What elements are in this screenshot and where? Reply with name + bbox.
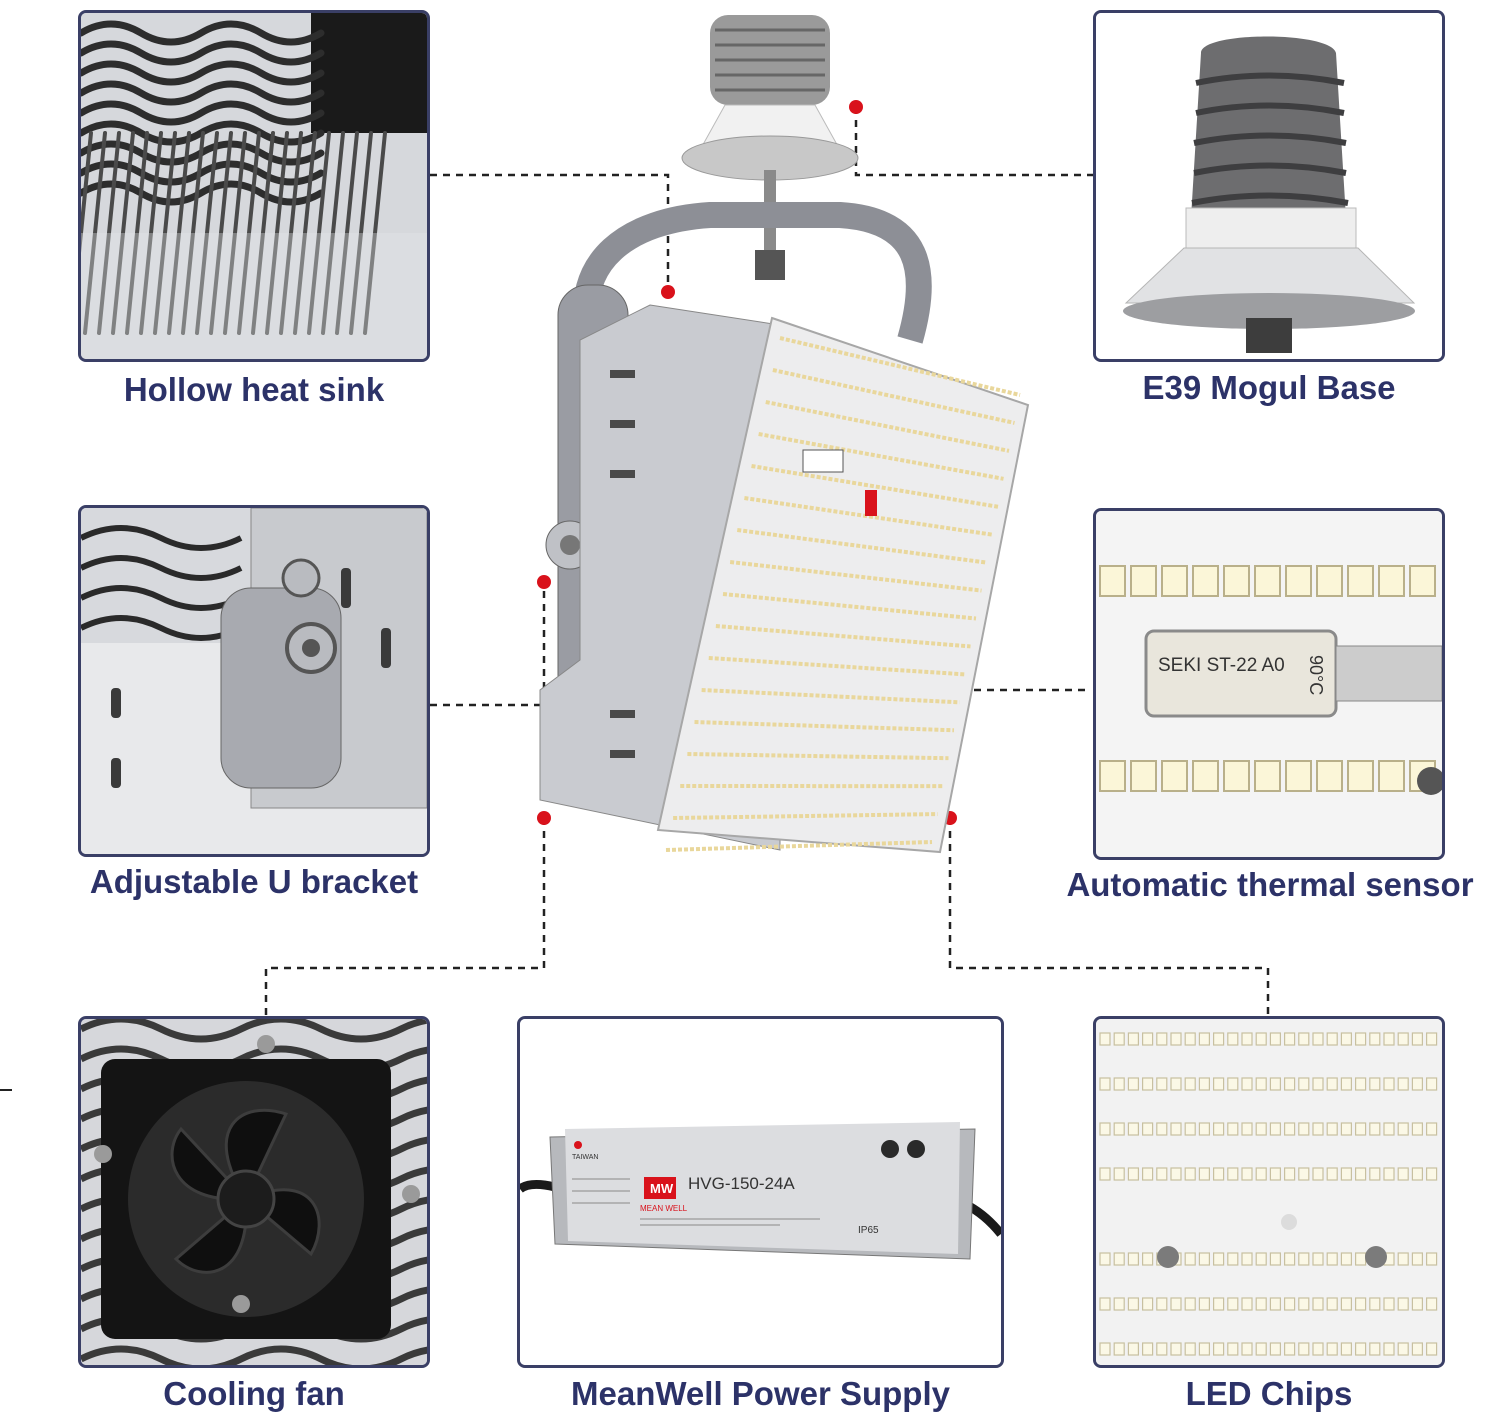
led-chips-photo-icon (1096, 1019, 1442, 1365)
mogul-base-photo-icon (1096, 13, 1442, 359)
power-supply-photo-icon: MW MEAN WELL HVG-150-24A TAIWAN IP65 (520, 1019, 1001, 1365)
led-chips-panel (1093, 1016, 1445, 1368)
driver-brand-text: MEAN WELL (640, 1204, 688, 1213)
sensor-temp-text: 90°C (1306, 655, 1326, 695)
heat-sink-panel (78, 10, 430, 362)
cooling-fan-caption: Cooling fan (163, 1375, 345, 1412)
mogul-base-caption: E39 Mogul Base (1142, 369, 1396, 406)
svg-text:MW: MW (650, 1181, 674, 1196)
center-lamp (510, 10, 1050, 865)
driver-model-text: HVG-150-24A (688, 1174, 795, 1193)
driver-origin-text: TAIWAN (572, 1154, 598, 1161)
u-bracket-caption: Adjustable U bracket (89, 863, 419, 900)
sensor-model-text: SEKI ST-22 A0 (1158, 655, 1285, 676)
power-supply-caption: MeanWell Power Supply (571, 1375, 950, 1412)
heat-sink-photo-icon (81, 13, 427, 359)
u-bracket-photo-icon (81, 508, 427, 854)
lamp-base-icon (681, 15, 859, 250)
thermal-sensor-caption: Automatic thermal sensor (1066, 866, 1474, 903)
heat-sink-caption: Hollow heat sink (123, 371, 385, 408)
u-bracket-panel (78, 505, 430, 857)
led-chips-caption: LED Chips (1185, 1375, 1353, 1412)
mogul-base-panel (1093, 10, 1445, 362)
cooling-fan-panel (78, 1016, 430, 1368)
driver-rating-text: IP65 (858, 1225, 879, 1236)
thermal-sensor-panel: SEKI ST-22 A0 90°C (1093, 508, 1445, 860)
power-supply-panel: MW MEAN WELL HVG-150-24A TAIWAN IP65 (517, 1016, 1004, 1368)
thermal-sensor-photo-icon: SEKI ST-22 A0 90°C (1096, 511, 1442, 857)
cooling-fan-photo-icon (81, 1019, 427, 1365)
